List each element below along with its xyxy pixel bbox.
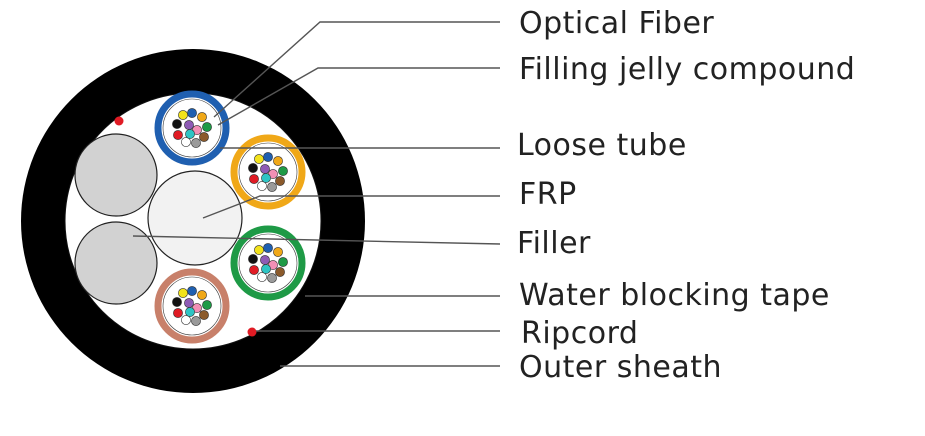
optical-fiber (187, 108, 197, 118)
optical-fiber (273, 156, 283, 166)
label-outer-sheath: Outer sheath (519, 350, 722, 385)
optical-fiber (257, 181, 267, 191)
optical-fiber (185, 129, 195, 139)
optical-fiber (172, 297, 182, 307)
optical-fiber (273, 247, 283, 257)
optical-fiber (267, 273, 277, 283)
optical-fiber (257, 272, 267, 282)
optical-fiber (261, 264, 271, 274)
leader-filler (132, 235, 501, 245)
optical-fiber (181, 137, 191, 147)
optical-fiber (278, 166, 288, 176)
optical-fiber (184, 120, 194, 130)
optical-fiber (249, 265, 259, 275)
optical-fiber (202, 122, 212, 132)
ripcord-top (114, 116, 124, 126)
optical-fiber (263, 152, 273, 162)
optical-fiber (197, 290, 207, 300)
optical-fiber (173, 308, 183, 318)
label-loose-tube: Loose tube (517, 128, 687, 163)
frp (147, 170, 243, 266)
optical-fiber (260, 164, 270, 174)
optical-fiber (197, 112, 207, 122)
optical-fiber (191, 138, 201, 148)
optical-fiber (267, 182, 277, 192)
optical-fiber (199, 132, 209, 142)
optical-fiber (178, 288, 188, 298)
optical-fiber (275, 176, 285, 186)
label-frp: FRP (519, 177, 577, 212)
optical-fiber (172, 119, 182, 129)
optical-fiber (254, 245, 264, 255)
optical-fiber (254, 154, 264, 164)
label-ripcord: Ripcord (521, 316, 638, 351)
leader-optical-fiber (213, 21, 500, 118)
filler-top (74, 133, 158, 217)
optical-fiber (260, 255, 270, 265)
optical-fiber (248, 163, 258, 173)
label-water-blocking-tape: Water blocking tape (519, 278, 830, 313)
label-filling-jelly-compound: Filling jelly compound (519, 52, 855, 87)
optical-fiber (184, 298, 194, 308)
optical-fiber (185, 307, 195, 317)
optical-fiber (248, 254, 258, 264)
optical-fiber (173, 130, 183, 140)
optical-fiber (191, 316, 201, 326)
label-filler: Filler (517, 226, 591, 261)
optical-fiber (263, 243, 273, 253)
leader-frp (202, 195, 500, 219)
filler-bottom (74, 221, 158, 305)
optical-fiber (278, 257, 288, 267)
optical-fiber (199, 310, 209, 320)
ripcord-bottom (247, 327, 257, 337)
optical-fiber (275, 267, 285, 277)
optical-fiber (202, 300, 212, 310)
optical-fiber (181, 315, 191, 325)
optical-fiber (249, 174, 259, 184)
label-optical-fiber: Optical Fiber (519, 6, 714, 41)
optical-fiber (178, 110, 188, 120)
optical-fiber (187, 286, 197, 296)
leader-filling-jelly (217, 67, 500, 126)
optical-fiber (261, 173, 271, 183)
